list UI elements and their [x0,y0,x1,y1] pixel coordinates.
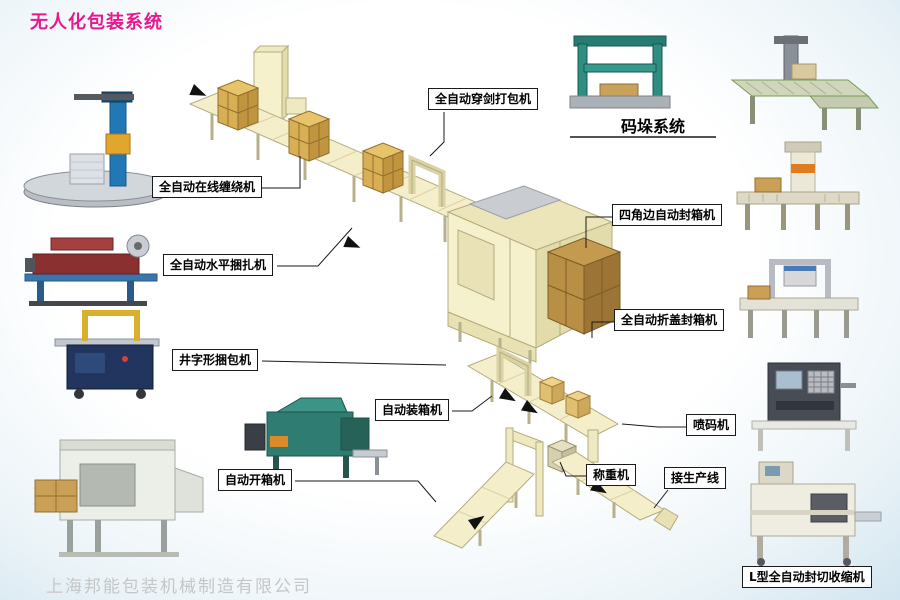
callout-inkjet-printer: 喷码机 [686,414,737,437]
callout-flap-sealer: 全自动折盖封箱机 [614,309,725,332]
vertical-tower [252,44,307,122]
carton-stacks [216,79,405,194]
single-cartons [538,376,592,419]
callout-grid-strapper: 井字形捆包机 [172,349,259,372]
machine-photo-inkjet-printer [751,362,857,451]
machine-photo-horizontal-strapper [24,234,158,306]
machine-photo-corner-sealer [736,141,860,230]
callout-auto-strapper: 全自动穿剑打包机 [428,88,539,111]
machine-photo-case-packer [244,397,388,478]
page-title: 无人化包装系统 [30,12,163,33]
machine-photo-flap-sealer [739,259,859,338]
callout-inline-wrapper: 全自动在线缠绕机 [152,176,263,199]
callout-corner-sealer: 四角边自动封箱机 [612,204,723,227]
callout-horizontal-strapper: 全自动水平捆扎机 [163,254,274,277]
machine-photo-stretch-wrapper [23,91,169,208]
callout-weigher: 称重机 [586,464,637,487]
callout-case-packer: 自动装箱机 [375,399,450,422]
machine-photo-grid-strapper [54,310,160,399]
callout-to-production-line: 接生产线 [664,467,727,490]
machine-photo-palletizer-gantry [569,35,671,109]
callout-case-erector: 自动开箱机 [218,469,293,492]
conveyor-line-illustration [188,44,679,549]
brown-load [546,237,622,335]
machine-photo-palletizer-conveyor [730,35,880,130]
leader-lines [261,112,716,509]
machine-photo-l-shrink-machine [750,461,882,566]
machine-photo-case-erector [34,439,204,557]
callout-palletizing-system: 码垛系统 [621,117,686,136]
company-watermark: 上海邦能包装机械制造有限公司 [46,577,312,597]
callout-l-shrink-machine: L型全自动封切收缩机 [742,566,872,589]
bottom-left-conveyor [433,461,535,549]
